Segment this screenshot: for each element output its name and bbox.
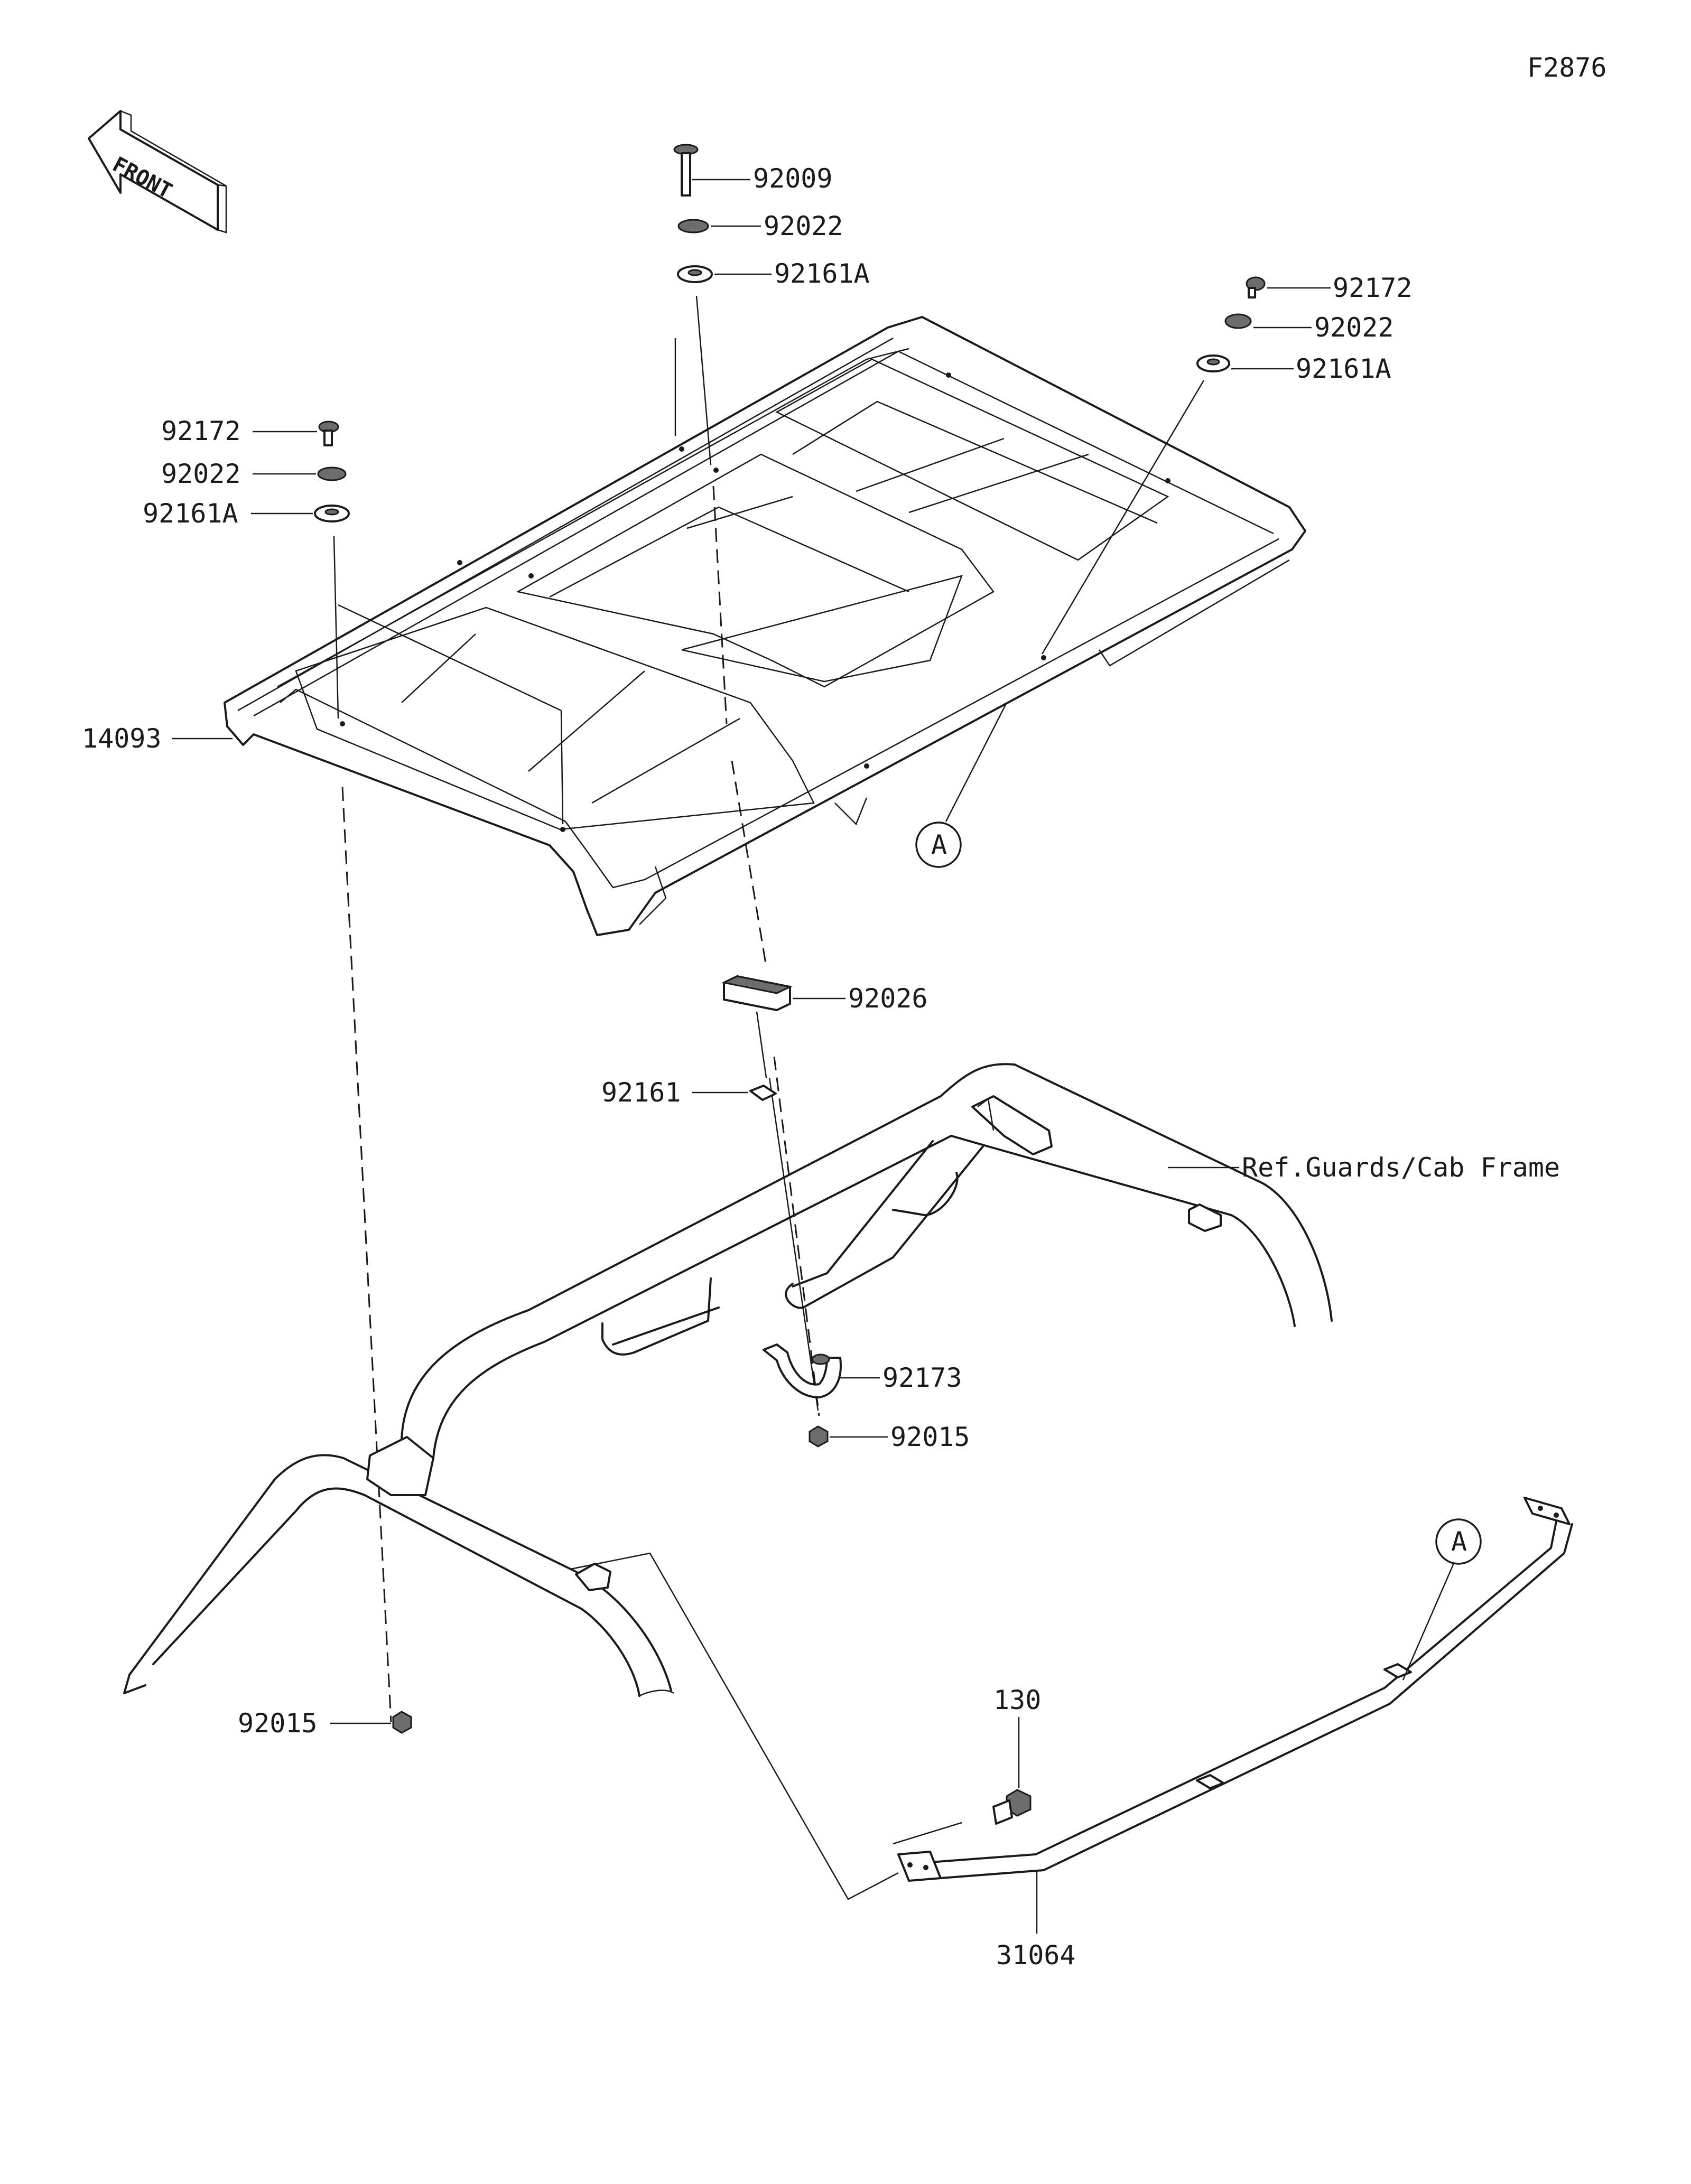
brace-bar-31064 [893, 1497, 1573, 1882]
callout-screw-left: 92172 [161, 416, 241, 446]
front-arrow-icon: FRONT [88, 110, 227, 234]
bracket-92026-icon [721, 975, 793, 1011]
figure-code: F2876 [1527, 52, 1607, 83]
cab-frame [123, 1063, 1333, 1697]
ref-a-roof-marker [915, 822, 962, 868]
callout-ref-a-roof: A [931, 829, 947, 860]
callout-grommet-top: 92161A [774, 258, 870, 289]
callout-grommet-left: 92161A [143, 498, 238, 529]
roof-panel [224, 316, 1306, 936]
nut-left-icon [392, 1711, 412, 1734]
callout-pad: 92161 [601, 1077, 681, 1108]
grommet-top-icon [677, 265, 713, 283]
washer-left-icon [317, 466, 347, 481]
grommet-right-icon [1196, 354, 1230, 372]
callout-clamp: 92173 [882, 1362, 962, 1393]
callout-washer-right: 92022 [1314, 312, 1394, 343]
callout-bar: 31064 [996, 1940, 1076, 1971]
callout-screw-right: 92172 [1333, 273, 1413, 303]
callout-bracket: 92026 [848, 983, 928, 1014]
pad-92161-icon [749, 1085, 777, 1101]
callout-ref-a-bar: A [1451, 1526, 1467, 1557]
clamp-92173-icon [763, 1343, 842, 1398]
callout-washer-left: 92022 [161, 459, 241, 489]
callout-nut-left: 92015 [238, 1708, 318, 1739]
nut-center-icon [809, 1425, 829, 1448]
bolt-130-icon [992, 1789, 1032, 1825]
washer-right-icon [1224, 313, 1252, 329]
grommet-left-icon [314, 505, 350, 522]
callout-grommet-right: 92161A [1296, 353, 1391, 384]
callout-ref-frame: Ref.Guards/Cab Frame [1242, 1152, 1560, 1183]
bolt-92009-icon [673, 144, 699, 197]
callout-nut-center: 92015 [890, 1422, 970, 1452]
callout-roof: 14093 [82, 723, 162, 754]
callout-bolt-130: 130 [993, 1685, 1041, 1715]
ref-a-bar-marker [1435, 1518, 1482, 1565]
washer-top-icon [677, 219, 709, 234]
callout-washer-top: 92022 [764, 211, 843, 241]
screw-right-icon [1246, 276, 1266, 298]
callout-bolt-top: 92009 [753, 163, 833, 194]
screw-left-icon [318, 421, 339, 446]
